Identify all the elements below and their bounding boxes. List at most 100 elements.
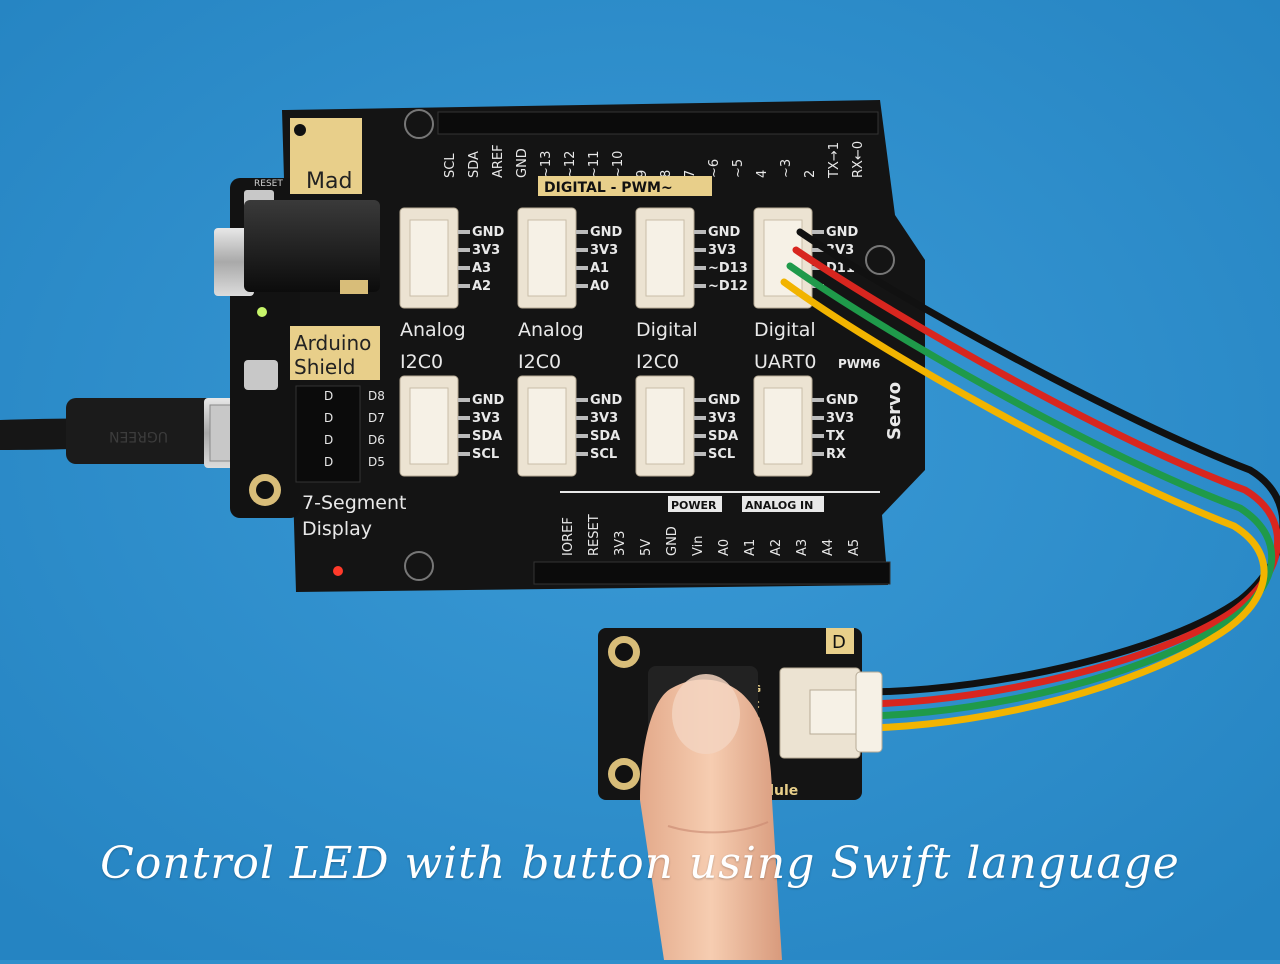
connector-pin-label: SCL [472, 447, 499, 462]
seven-seg-title-2: Display [302, 518, 372, 540]
connector-title: Analog [518, 319, 584, 341]
connector-pin-label: RX [826, 447, 846, 462]
connector-pin-label: GND [472, 225, 505, 240]
top-pin-label: 4 [755, 170, 770, 178]
connector-pin-label: 3V3 [472, 411, 500, 426]
bottom-pin-label: 5V [639, 539, 654, 556]
mad-label: Mad [306, 169, 352, 194]
reset-label: RESET [254, 179, 283, 189]
top-pin-label: SCL [443, 153, 458, 178]
top-pin-label: ~5 [731, 159, 746, 178]
bottom-pin-label: GND [665, 526, 680, 556]
module-badge: D [832, 632, 846, 653]
finger [640, 674, 782, 960]
top-pin-label: 7 [683, 170, 698, 178]
servo-label: Servo [884, 382, 905, 440]
connector-pin-label: 3V3 [590, 411, 618, 426]
analog-in-label: ANALOG IN [745, 499, 813, 512]
bottom-pin-label: A5 [847, 539, 862, 556]
bottom-pin-label: RESET [587, 514, 602, 556]
connector-pin-label: 3V3 [472, 243, 500, 258]
connector-title: I2C0 [400, 351, 443, 373]
top-pin-labels: SCL SDA AREF GND ~13 ~12 ~11 ~10 9 8 7 ~6 ~5 4 ~3 2 TX→1… [443, 141, 866, 179]
seven-seg-pin-label: D8 [368, 389, 385, 403]
bottom-pin-label: A1 [743, 539, 758, 556]
bottom-pin-label: Vin [691, 536, 706, 556]
connector-pin-label: GND [826, 393, 859, 408]
bottom-header [533, 561, 891, 585]
connector-pin-label: 3V3 [708, 243, 736, 258]
bottom-pin-label: A2 [769, 539, 784, 556]
seven-seg-pin-label: D7 [368, 411, 385, 425]
connector-title: I2C0 [518, 351, 561, 373]
top-pin-label: 9 [635, 170, 650, 178]
top-pin-label: ~13 [539, 151, 554, 178]
seven-seg-title-1: 7-Segment [302, 492, 406, 514]
connector-pin-label: A2 [472, 279, 491, 294]
shield-label-pad [290, 326, 380, 380]
connector-pin-label: ~D13 [708, 261, 748, 276]
connector-pin-label: 3V3 [826, 411, 854, 426]
top-pin-label: TX→1 [827, 142, 842, 179]
bottom-pin-label: A4 [821, 539, 836, 556]
top-pin-label: 8 [659, 170, 674, 178]
top-pin-label: RX←0 [851, 141, 866, 178]
seven-seg-left-label: D [324, 411, 333, 425]
top-pin-label: 2 [803, 170, 818, 178]
arduino-shield-board: Mad RESET SCL SDA AREF GND ~13 ~12 ~11 ~10 9 8 7 ~6… [214, 100, 925, 592]
shield-label-line1: Arduino [294, 331, 371, 355]
connector-pin-label: GND [590, 225, 623, 240]
seven-seg-pin-label: D5 [368, 455, 385, 469]
connector-pin-label: GND [472, 393, 505, 408]
connector-pin-label: SDA [590, 429, 620, 444]
top-pin-label: ~12 [563, 151, 578, 178]
caption: Control LED with button using Swift lang… [100, 838, 1180, 889]
connector-pin-label: SDA [708, 429, 738, 444]
top-pin-label: ~10 [611, 151, 626, 178]
connector-pin-label: A1 [590, 261, 609, 276]
bottom-pin-label: A0 [717, 539, 732, 556]
pwm6-label: PWM6 [838, 357, 880, 371]
connector-title: UART0 [754, 351, 816, 373]
top-pin-label: ~11 [587, 151, 602, 178]
seven-seg-left-label: D [324, 455, 333, 469]
seven-seg-pin-label: D6 [368, 433, 385, 447]
side-button[interactable] [244, 360, 278, 390]
bottom-pin-label: A3 [795, 539, 810, 556]
connector-pin-label: TX [826, 429, 845, 444]
connector-pin-label: ~D12 [708, 279, 748, 294]
top-pin-label: AREF [491, 144, 506, 178]
bottom-pin-labels: IOREF RESET 3V3 5V GND Vin A0 A1 A2 A3 A4 A5 [561, 514, 862, 556]
top-pin-label: GND [515, 148, 530, 178]
jumper-wires [780, 228, 1280, 732]
connector-title: Digital [754, 319, 816, 341]
connector-title: Digital [636, 319, 698, 341]
connector-pin-label: SCL [708, 447, 735, 462]
top-pin-label: SDA [467, 151, 482, 178]
shield-label-line2: Shield [294, 355, 355, 379]
digital-pwm-label: DIGITAL - PWM~ [544, 180, 673, 196]
connector-title: Analog [400, 319, 466, 341]
bottom-pin-label: IOREF [561, 517, 576, 556]
cable-brand-text: UGREEN [109, 428, 168, 444]
top-pin-label: ~6 [707, 159, 722, 178]
connector-row-2: GND3V3SDASCLI2C0GND3V3SDASCLI2C0GND3V3SD… [399, 351, 859, 477]
dc-jack [244, 200, 380, 292]
connector-pin-label: A0 [590, 279, 609, 294]
connector-pin-label: GND [708, 225, 741, 240]
connector-pin-label: SDA [472, 429, 502, 444]
connector-pin-label: A3 [472, 261, 491, 276]
top-pin-label: ~3 [779, 159, 794, 178]
module-name: dule [764, 783, 798, 799]
seven-seg-left-label: D [324, 389, 333, 403]
top-header [437, 111, 879, 135]
connector-pin-label: 3V3 [590, 243, 618, 258]
bottom-pin-label: 3V3 [613, 531, 628, 556]
connector-pin-label: GND [826, 225, 859, 240]
power-led [333, 566, 343, 576]
connector-pin-label: SCL [590, 447, 617, 462]
seven-seg-left-label: D [324, 433, 333, 447]
